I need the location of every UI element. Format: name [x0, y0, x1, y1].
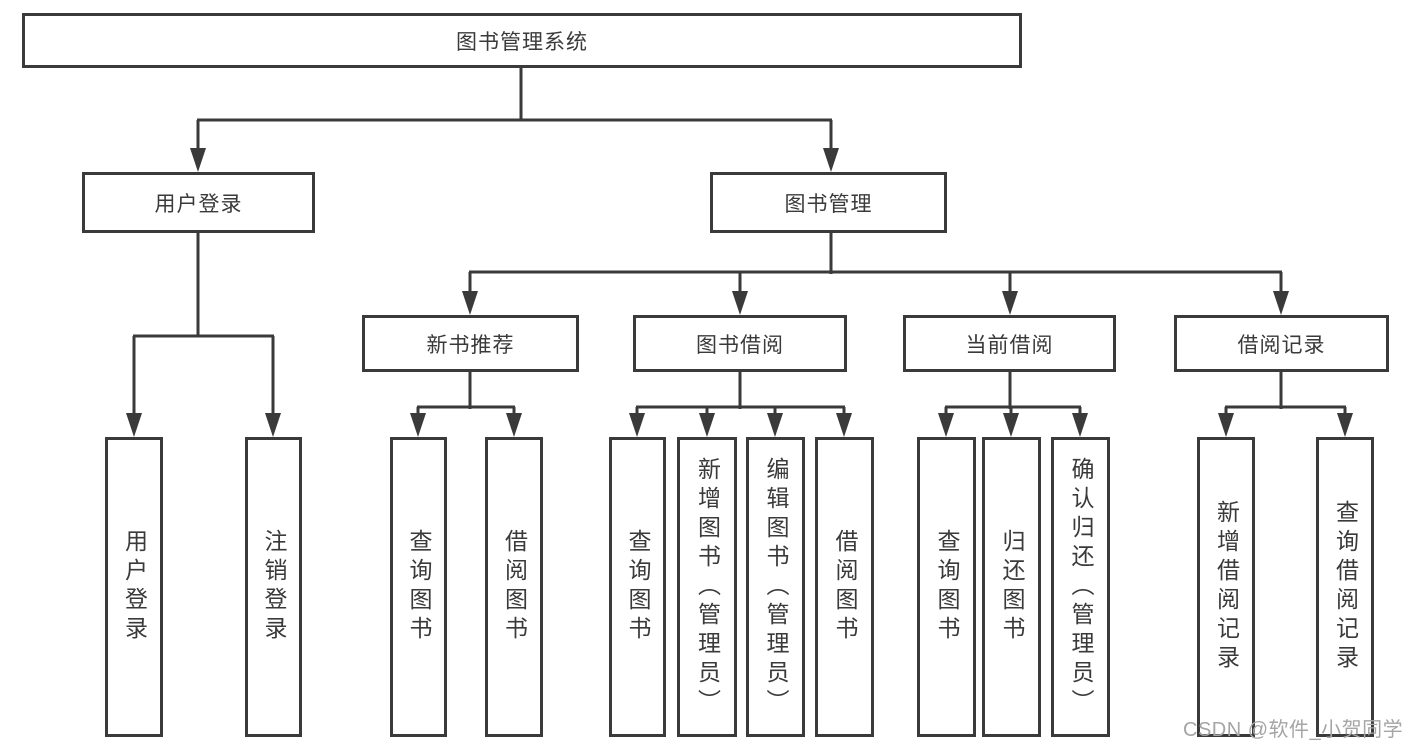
leaf-logout: 注销登录	[245, 437, 302, 737]
leaf-query-borrow-record: 查询借阅记录	[1316, 437, 1374, 737]
node-current-borrowing: 当前借阅	[903, 315, 1116, 372]
node-book-management: 图书管理	[710, 172, 947, 233]
leaf-borrow-books-recommend: 借阅图书	[485, 437, 543, 737]
node-current-borrowing-label: 当前借阅	[965, 333, 1054, 357]
leaf-query-borrow-record-label: 查询借阅记录	[1332, 500, 1359, 674]
node-user-login: 用户登录	[82, 172, 315, 233]
leaf-query-books-recommend-label: 查询图书	[406, 529, 432, 645]
arrow-down-icons	[126, 148, 1353, 437]
leaf-confirm-return-admin: 确认归还（管理员）	[1051, 437, 1110, 737]
node-book-borrowing-label: 图书借阅	[696, 333, 784, 357]
leaf-edit-book-admin-label: 编辑图书（管理员）	[763, 456, 789, 718]
watermark: CSDN @软件_小贺同学	[1183, 719, 1404, 741]
node-borrowing-records: 借阅记录	[1174, 315, 1389, 372]
leaf-query-books-borrowing: 查询图书	[609, 437, 666, 737]
node-book-management-label: 图书管理	[784, 192, 873, 216]
leaf-add-borrow-record: 新增借阅记录	[1197, 437, 1255, 737]
leaf-add-book-admin-label: 新增图书（管理员）	[694, 456, 721, 718]
node-user-login-label: 用户登录	[154, 192, 243, 216]
leaf-confirm-return-admin-label: 确认归还（管理员）	[1068, 456, 1094, 718]
node-new-book-recommend: 新书推荐	[362, 315, 579, 372]
leaf-edit-book-admin: 编辑图书（管理员）	[746, 437, 805, 737]
leaf-borrow-books-recommend-label: 借阅图书	[501, 529, 528, 645]
node-new-book-recommend-label: 新书推荐	[426, 333, 515, 357]
node-book-borrowing: 图书借阅	[633, 315, 847, 372]
leaf-borrow-books-borrowing-label: 借阅图书	[832, 529, 858, 645]
leaf-query-books-current: 查询图书	[917, 437, 976, 737]
leaf-return-book: 归还图书	[982, 437, 1041, 737]
node-root-label: 图书管理系统	[456, 30, 588, 54]
leaf-add-borrow-record-label: 新增借阅记录	[1213, 500, 1240, 674]
node-borrowing-records-label: 借阅记录	[1237, 333, 1326, 357]
leaf-query-books-borrowing-label: 查询图书	[625, 529, 651, 645]
leaf-user-login-label: 用户登录	[121, 529, 148, 645]
leaf-query-books-recommend: 查询图书	[390, 437, 447, 737]
leaf-user-login: 用户登录	[105, 437, 163, 737]
node-root: 图书管理系统	[22, 13, 1022, 68]
leaf-query-books-current-label: 查询图书	[934, 529, 960, 645]
leaf-logout-label: 注销登录	[261, 529, 287, 645]
leaf-borrow-books-borrowing: 借阅图书	[815, 437, 874, 737]
leaf-add-book-admin: 新增图书（管理员）	[677, 437, 737, 737]
leaf-return-book-label: 归还图书	[999, 529, 1025, 645]
